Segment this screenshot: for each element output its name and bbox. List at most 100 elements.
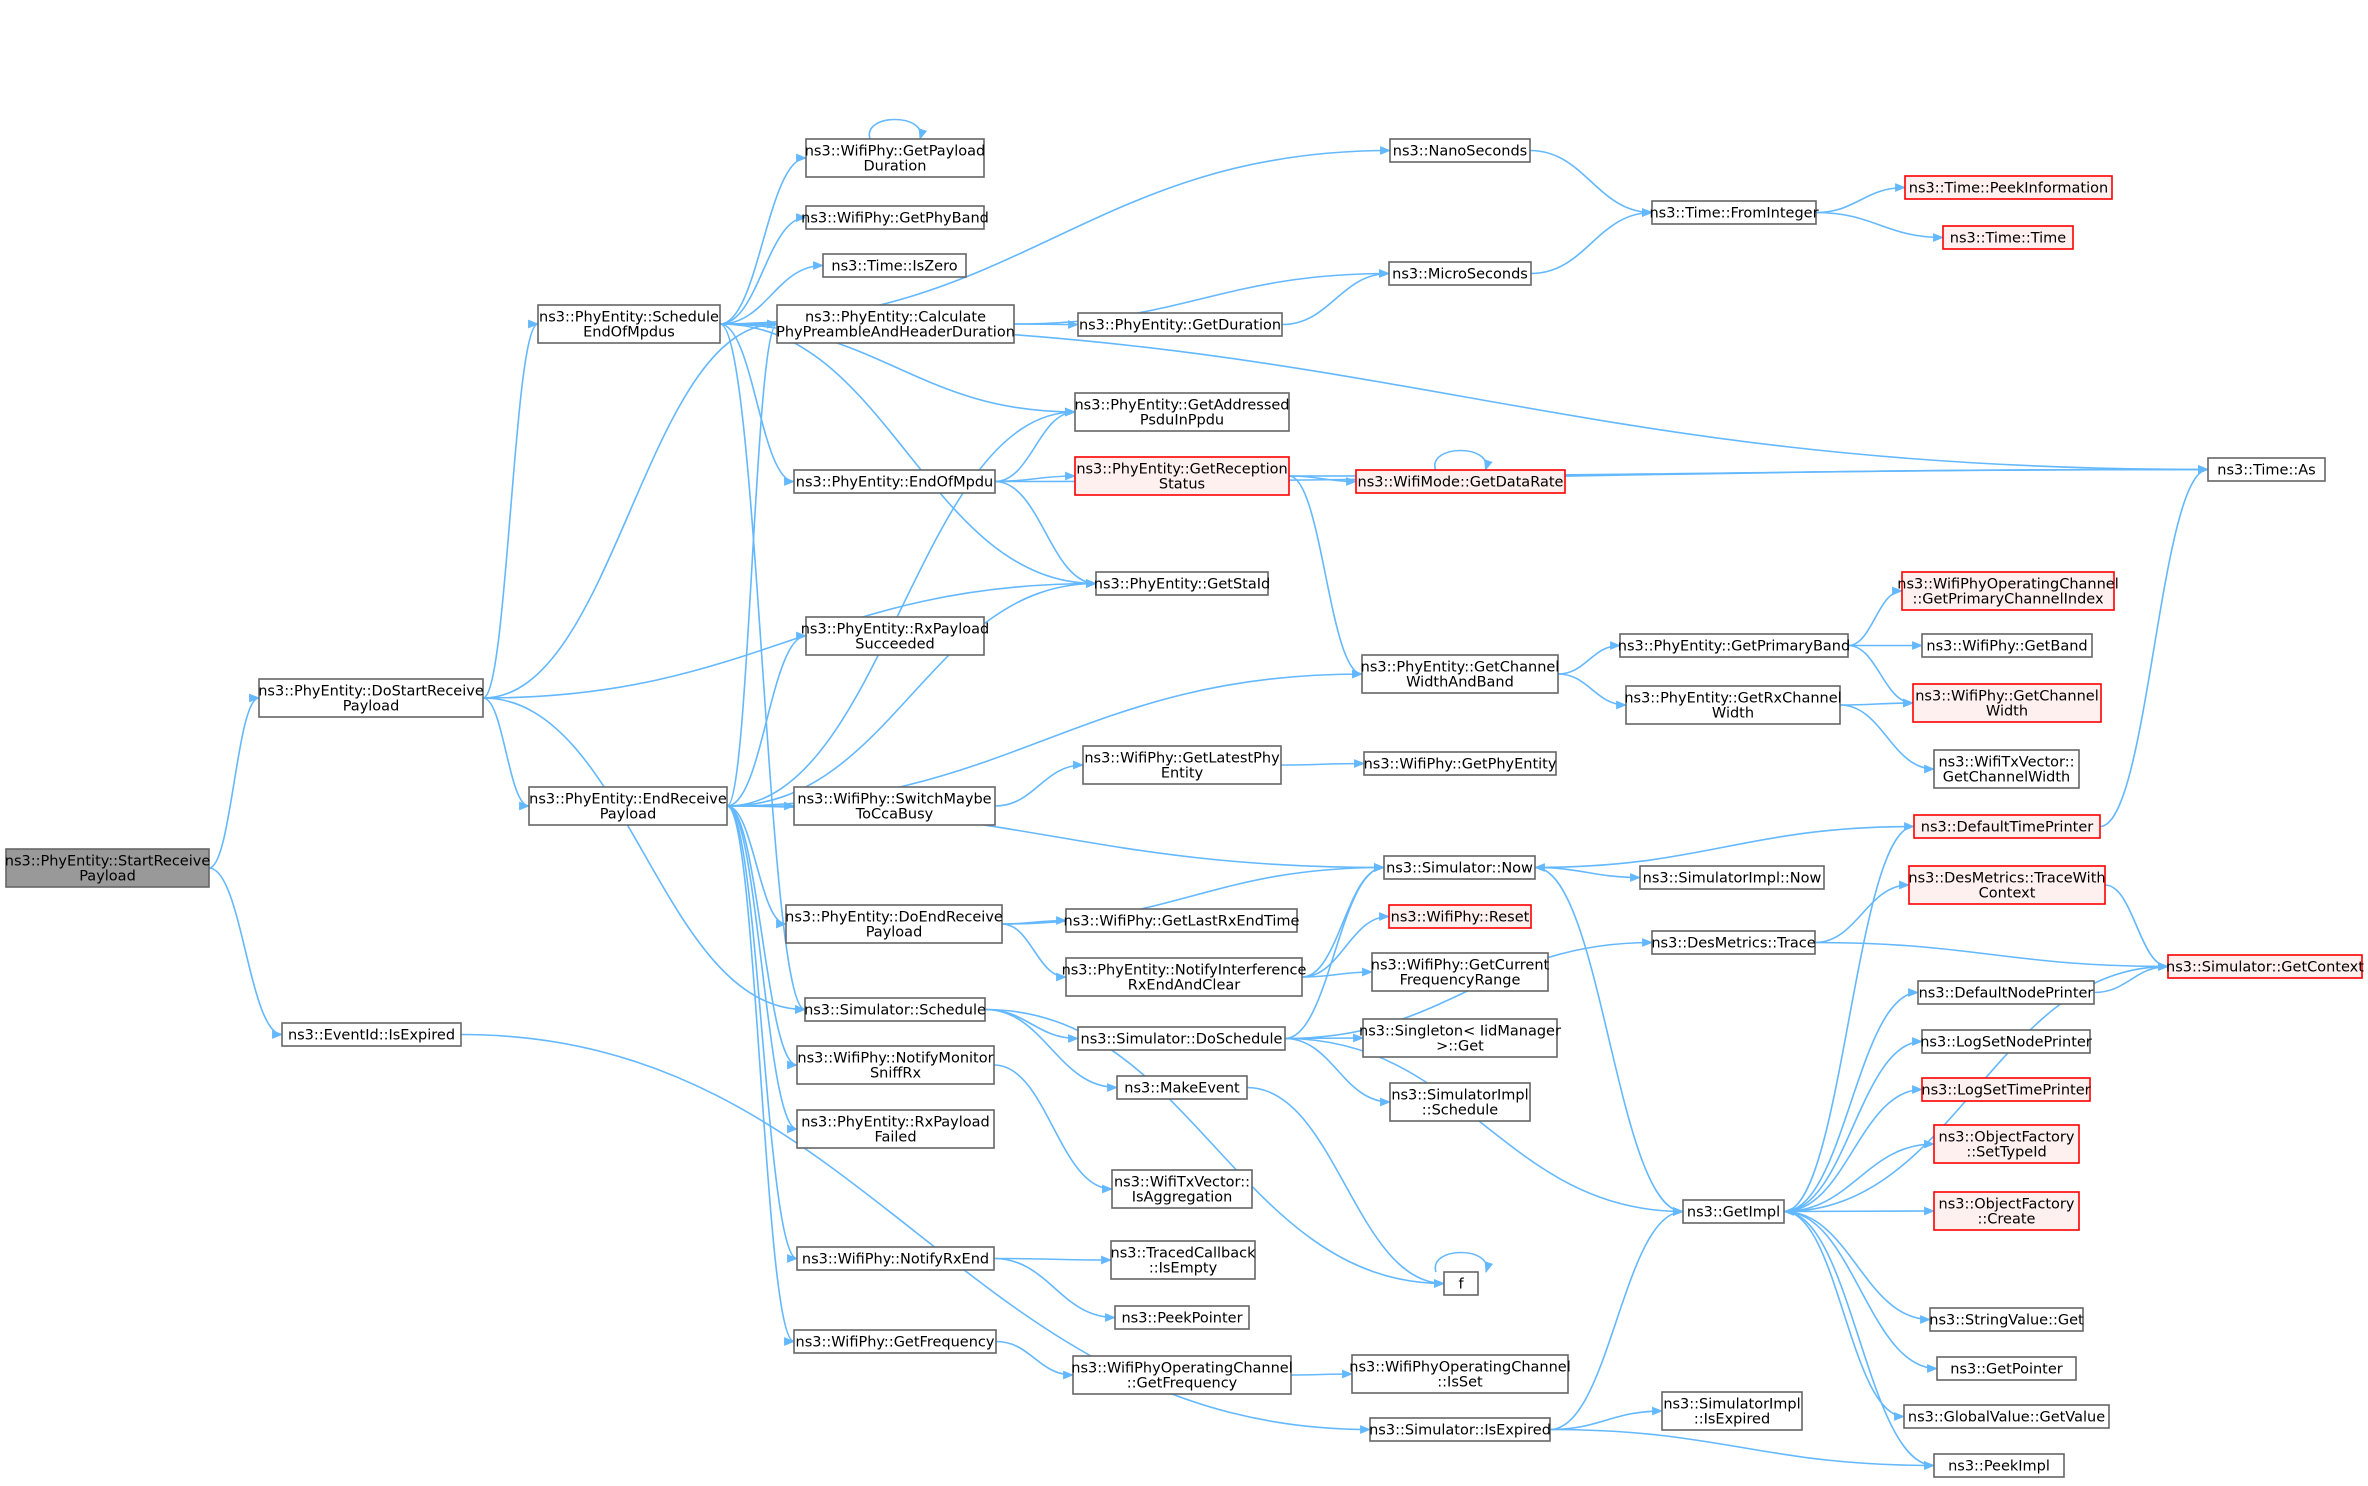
node-box bbox=[1072, 1355, 1292, 1395]
graph-node-getPtr[interactable]: ns3::GetPointer bbox=[1936, 1356, 2077, 1381]
graph-node-wocGetFreq[interactable]: ns3::WifiPhyOperatingChannel::GetFrequen… bbox=[1071, 1355, 1293, 1395]
graph-node-simNow[interactable]: ns3::Simulator::Now bbox=[1383, 855, 1536, 880]
graph-node-doSched[interactable]: ns3::Simulator::DoSchedule bbox=[1077, 1026, 1286, 1051]
node-label: ns3::EventId::IsExpired bbox=[288, 1028, 455, 1044]
node-box bbox=[1389, 138, 1531, 163]
graph-node-getDur[interactable]: ns3::PhyEntity::GetDuration bbox=[1077, 312, 1283, 337]
graph-node-isAgg[interactable]: ns3::WifiTxVector::IsAggregation bbox=[1111, 1169, 1253, 1209]
graph-node-peekImpl[interactable]: ns3::PeekImpl bbox=[1933, 1453, 2065, 1478]
graph-node-getStaId[interactable]: ns3::PhyEntity::GetStaId bbox=[1094, 571, 1270, 596]
node-box bbox=[1625, 685, 1841, 725]
edge-doSched-to-siSched bbox=[1284, 1037, 1392, 1107]
graph-node-endMpdu[interactable]: ns3::PhyEntity::EndOfMpdu bbox=[793, 469, 996, 494]
graph-node-timeTime[interactable]: ns3::Time::Time bbox=[1942, 225, 2074, 250]
edge-doSched-to-getImpl bbox=[1284, 1037, 1685, 1216]
graph-node-getPrimChIdx[interactable]: ns3::WifiPhyOperatingChannel::GetPrimary… bbox=[1897, 571, 2119, 611]
node-label: Payload bbox=[343, 699, 400, 715]
graph-node-getPhyEnt[interactable]: ns3::WifiPhy::GetPhyEntity bbox=[1363, 751, 1557, 776]
graph-node-siSched[interactable]: ns3::SimulatorImpl::Schedule bbox=[1389, 1082, 1531, 1122]
graph-node-getDataRate[interactable]: ns3::WifiMode::GetDataRate bbox=[1355, 469, 1566, 494]
graph-node-ofSetType[interactable]: ns3::ObjectFactory::SetTypeId bbox=[1933, 1124, 2080, 1164]
graph-node-defNodeP[interactable]: ns3::DefaultNodePrinter bbox=[1917, 980, 2095, 1005]
graph-node-gvGet[interactable]: ns3::GlobalValue::GetValue bbox=[1903, 1404, 2110, 1429]
graph-node-fromInt[interactable]: ns3::Time::FromInteger bbox=[1649, 200, 1819, 225]
node-box bbox=[1639, 865, 1825, 890]
graph-node-singGet[interactable]: ns3::Singleton< IidManager>::Get bbox=[1359, 1018, 1561, 1058]
graph-node-timeAs[interactable]: ns3::Time::As bbox=[2207, 457, 2326, 482]
graph-node-peekInfo[interactable]: ns3::Time::PeekInformation bbox=[1904, 175, 2113, 200]
node-label: ::Schedule bbox=[1422, 1103, 1498, 1119]
graph-node-isZero[interactable]: ns3::Time::IsZero bbox=[822, 253, 967, 278]
graph-node-notifInt[interactable]: ns3::PhyEntity::NotifyInterferenceRxEndA… bbox=[1062, 957, 1307, 997]
node-label: ns3::Simulator::GetContext bbox=[2166, 960, 2364, 976]
edge-sched-to-getPhyBand bbox=[719, 213, 808, 325]
node-label: PsduInPpdu bbox=[1140, 413, 1224, 429]
graph-node-ofCreate[interactable]: ns3::ObjectFactory::Create bbox=[1933, 1191, 2080, 1231]
graph-node-getImpl[interactable]: ns3::GetImpl bbox=[1682, 1199, 1785, 1224]
graph-node-nanoSec[interactable]: ns3::NanoSeconds bbox=[1389, 138, 1531, 163]
node-label: ns3::Simulator::DoSchedule bbox=[1081, 1032, 1283, 1048]
node-box bbox=[1912, 683, 2102, 723]
graph-node-notifRxEnd[interactable]: ns3::WifiPhy::NotifyRxEnd bbox=[796, 1246, 995, 1271]
edge-getImpl-to-defNodeP bbox=[1783, 988, 1920, 1213]
node-label: ns3::DesMetrics::Trace bbox=[1651, 936, 1815, 952]
graph-node-getFreq[interactable]: ns3::WifiPhy::GetFrequency bbox=[793, 1329, 997, 1354]
node-label: Payload bbox=[79, 869, 136, 885]
graph-node-txvGetChW[interactable]: ns3::WifiTxVector::GetChannelWidth bbox=[1933, 749, 2080, 789]
graph-node-siNow[interactable]: ns3::SimulatorImpl::Now bbox=[1639, 865, 1825, 890]
graph-node-logSetNode[interactable]: ns3::LogSetNodePrinter bbox=[1920, 1029, 2092, 1054]
graph-node-makeEv[interactable]: ns3::MakeEvent bbox=[1116, 1075, 1248, 1100]
node-box bbox=[1933, 1124, 2080, 1164]
graph-node-wpGetChW[interactable]: ns3::WifiPhy::GetChannelWidth bbox=[1912, 683, 2102, 723]
graph-node-calcPre[interactable]: ns3::PhyEntity::CalculatePhyPreambleAndH… bbox=[776, 304, 1015, 344]
graph-node-microSec[interactable]: ns3::MicroSeconds bbox=[1388, 261, 1532, 286]
node-label: >::Get bbox=[1436, 1039, 1484, 1055]
node-box bbox=[2167, 954, 2363, 979]
edge-simIsExp-to-siIsExp bbox=[1549, 1406, 1664, 1431]
graph-node-peekPtr[interactable]: ns3::PeekPointer bbox=[1114, 1305, 1250, 1330]
node-box bbox=[1929, 1307, 2084, 1332]
graph-node-siIsExp[interactable]: ns3::SimulatorImpl::IsExpired bbox=[1661, 1391, 1803, 1431]
graph-node-simIsExp[interactable]: ns3::Simulator::IsExpired bbox=[1369, 1417, 1551, 1442]
graph-node-strGet[interactable]: ns3::StringValue::Get bbox=[1929, 1307, 2084, 1332]
graph-node-wocIsSet[interactable]: ns3::WifiPhyOperatingChannel::IsSet bbox=[1349, 1354, 1571, 1394]
graph-node-getBand[interactable]: ns3::WifiPhy::GetBand bbox=[1921, 633, 2093, 658]
node-label: ns3::WifiPhy::GetPhyBand bbox=[801, 211, 989, 227]
graph-node-simSched[interactable]: ns3::Simulator::Schedule bbox=[804, 997, 986, 1022]
node-label: Context bbox=[1979, 886, 2036, 902]
graph-node-evExp[interactable]: ns3::EventId::IsExpired bbox=[281, 1022, 462, 1047]
graph-node-desTrace[interactable]: ns3::DesMetrics::Trace bbox=[1651, 930, 1816, 955]
node-label: ns3::WifiPhyOperatingChannel bbox=[1071, 1361, 1292, 1377]
graph-node-getCtx[interactable]: ns3::Simulator::GetContext bbox=[2166, 954, 2364, 979]
node-box bbox=[805, 205, 985, 230]
node-label: ns3::PhyEntity::GetReception bbox=[1076, 462, 1287, 478]
graph-node-getPrimBand[interactable]: ns3::PhyEntity::GetPrimaryBand bbox=[1618, 633, 1850, 658]
graph-node-tcEmpty[interactable]: ns3::TracedCallback::IsEmpty bbox=[1110, 1240, 1257, 1280]
graph-node-logSetTime[interactable]: ns3::LogSetTimePrinter bbox=[1921, 1077, 2091, 1102]
edge-sched-to-timeAs bbox=[719, 323, 2210, 474]
edge-getRxChW-to-wpGetChW bbox=[1839, 698, 1915, 708]
node-box bbox=[1908, 865, 2106, 905]
graph-node-getLastRx[interactable]: ns3::WifiPhy::GetLastRxEndTime bbox=[1064, 908, 1300, 933]
graph-node-defTimeP[interactable]: ns3::DefaultTimePrinter bbox=[1913, 814, 2101, 839]
graph-node-fNode[interactable]: f bbox=[1443, 1271, 1479, 1296]
graph-node-reset[interactable]: ns3::WifiPhy::Reset bbox=[1388, 904, 1532, 929]
graph-node-getPhyBand[interactable]: ns3::WifiPhy::GetPhyBand bbox=[801, 205, 989, 230]
